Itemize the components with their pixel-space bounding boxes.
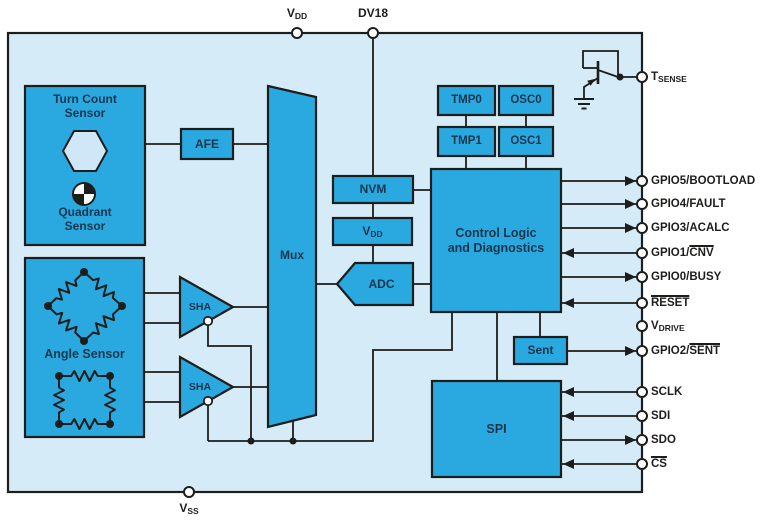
bridge-square-icon	[53, 369, 116, 431]
wire-sha1-bus	[207, 325, 252, 441]
spi-block	[430, 379, 563, 479]
dv18-pin-label: DV18	[357, 6, 389, 20]
pin-gpio5	[636, 175, 648, 187]
control-logic-label: Control Logic and Diagnostics	[447, 226, 545, 255]
spi-label: SPI	[486, 421, 507, 436]
sent-block	[512, 335, 569, 366]
reset-pin-label: RESET	[651, 297, 690, 309]
osc1-block	[497, 125, 555, 158]
nvm-label: NVM	[359, 182, 387, 196]
tmp0-label: TMP0	[451, 94, 482, 106]
gpio5-pin-label: GPIO5/BOOTLOAD	[651, 175, 756, 187]
pin-gpio1	[636, 247, 648, 259]
sdo-pin-label: SDO	[651, 434, 676, 446]
pin-terminals	[183, 27, 648, 498]
afe-label: AFE	[195, 137, 219, 151]
pin-gpio0	[636, 271, 648, 283]
pin-gpio3	[636, 222, 648, 234]
vss-pin-label: VSS	[179, 501, 199, 516]
mux-block	[266, 84, 318, 429]
sent-label: Sent	[527, 343, 554, 357]
gpio3-pin-label: GPIO3/ACALC	[651, 222, 730, 234]
osc1-label: OSC1	[510, 135, 542, 147]
turn-count-sensor-label: Turn Count Sensor	[53, 92, 117, 120]
arrow-out-gpio2-icon	[625, 346, 636, 356]
arrow-in-gpio1-icon	[563, 248, 574, 258]
emitter-arrow-icon	[587, 78, 596, 86]
hexagon-sensor-icon	[61, 130, 109, 172]
gpio0-pin-label: GPIO0/BUSY	[651, 271, 722, 283]
pin-sdi	[636, 410, 648, 422]
arrow-in-cs-icon	[563, 459, 574, 469]
sha2-label: SHA	[188, 381, 212, 393]
bridge-diamond-icon	[43, 267, 127, 346]
pin-sclk	[636, 386, 648, 398]
control-logic-block	[429, 167, 563, 314]
pin-sdo	[636, 434, 648, 446]
nvm-block	[331, 174, 415, 205]
arrow-out-sdo-icon	[625, 435, 636, 445]
vdrive-pin-label: VDRIVE	[651, 320, 685, 333]
angle-sensor-label: Angle Sensor	[44, 347, 125, 361]
blocks	[23, 84, 569, 479]
arrow-in-sdi-icon	[563, 411, 574, 421]
sha1-clock-bubble-icon	[202, 315, 214, 327]
sha2-clock-bubble-icon	[202, 395, 214, 407]
transistor-icon	[582, 50, 619, 99]
sclk-pin-label: SCLK	[651, 386, 683, 398]
vdd-pin-label: VDD	[286, 6, 308, 21]
arrow-out-gpio3-icon	[625, 223, 636, 233]
wire-bus-control	[208, 312, 453, 442]
tmp1-block	[436, 125, 497, 158]
vdd-regulator-block	[331, 216, 414, 247]
gpio4-pin-label: GPIO4/FAULT	[651, 198, 726, 210]
pin-tsense	[636, 71, 648, 83]
quadrant-sensor-icon	[72, 182, 96, 206]
arrow-out-gpio4-icon	[625, 199, 636, 209]
pin-gpio4	[636, 198, 648, 210]
pin-vdd	[291, 27, 303, 39]
junction-dots	[247, 73, 624, 445]
pin-vdrive	[636, 320, 648, 332]
cs-pin-label: CS	[651, 458, 667, 470]
osc0-label: OSC0	[510, 94, 542, 106]
arrow-in-reset-icon	[563, 298, 574, 308]
afe-block	[179, 127, 235, 161]
pin-gpio2	[636, 345, 648, 357]
sha1-label: SHA	[188, 301, 212, 313]
tmp0-block	[436, 84, 497, 117]
pin-reset	[636, 297, 648, 309]
pin-dv18	[367, 27, 379, 39]
tsense-pin-label: TSENSE	[651, 71, 687, 84]
adc-label: ADC	[368, 277, 395, 291]
arrowheads	[563, 176, 636, 469]
adc-block	[335, 261, 415, 307]
gpio2-pin-label: GPIO2/SENT	[651, 345, 721, 357]
quadrant-sensor-label: Quadrant Sensor	[58, 205, 112, 233]
pin-vss	[183, 486, 195, 498]
arrow-out-gpio5-icon	[625, 176, 636, 186]
arrow-out-gpio0-icon	[625, 272, 636, 282]
gpio1-pin-label: GPIO1/CNV	[651, 247, 714, 259]
mux-label: Mux	[280, 248, 304, 262]
osc0-block	[497, 84, 555, 117]
ground-icon	[574, 98, 594, 110]
arrow-in-sclk-icon	[563, 387, 574, 397]
vdd-regulator-label: VDD	[362, 224, 383, 239]
wires	[144, 33, 637, 465]
angle-sensor-block	[23, 256, 146, 439]
sdi-pin-label: SDI	[651, 410, 671, 422]
tmp1-label: TMP1	[451, 135, 482, 147]
pin-cs	[636, 458, 648, 470]
